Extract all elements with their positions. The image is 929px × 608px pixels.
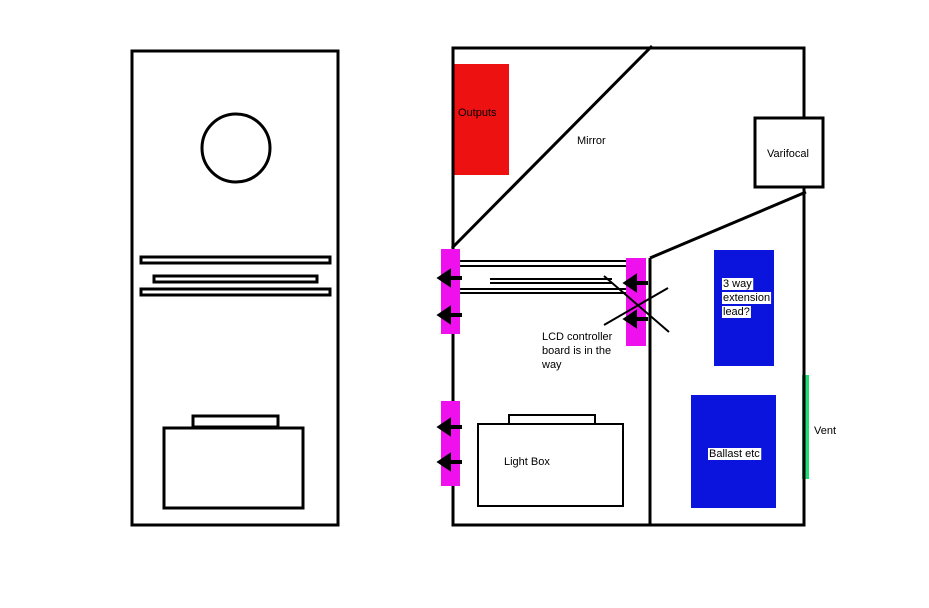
lightbox (477, 423, 624, 507)
label-background (722, 278, 754, 290)
mirror (450, 44, 654, 250)
front-view (130, 49, 340, 527)
light-box-label: Light Box (504, 456, 550, 468)
ballast-label: Ballast etc (709, 448, 760, 460)
front-view-enclosure (130, 49, 340, 527)
mirror-label: Mirror (577, 135, 606, 147)
vent-label: Vent (814, 425, 836, 437)
front-view-lcd (152, 274, 319, 284)
front-view-lightbox (162, 426, 305, 510)
label-background (708, 448, 762, 460)
lcd-note-line1: LCD controller (542, 331, 613, 343)
lcd-note-line2: board is in the (542, 345, 611, 357)
airflow-arrows (436, 268, 648, 472)
extension-label-line1: 3 way (723, 278, 752, 290)
lcd-note-line3: way (541, 359, 562, 371)
blocked-cross-mark (603, 275, 670, 333)
front-view-plate-top (139, 255, 332, 265)
fan-left-bottom (441, 401, 460, 486)
front-view-lens (200, 112, 272, 184)
varifocal-label: Varifocal (767, 148, 809, 160)
outputs-label: Outputs (458, 107, 497, 119)
light-path (649, 190, 807, 260)
varifocal-box (753, 116, 825, 189)
front-view-plate-bottom (139, 287, 332, 297)
front-view-lightbox-lip (191, 414, 280, 429)
extension-label-line2: extension (723, 292, 770, 304)
outputs-box (454, 64, 509, 175)
side-view (436, 44, 825, 527)
label-background (722, 306, 751, 318)
extension-label-line3: lead? (723, 306, 750, 318)
lightbox-lip (508, 414, 596, 425)
label-background (722, 292, 772, 304)
